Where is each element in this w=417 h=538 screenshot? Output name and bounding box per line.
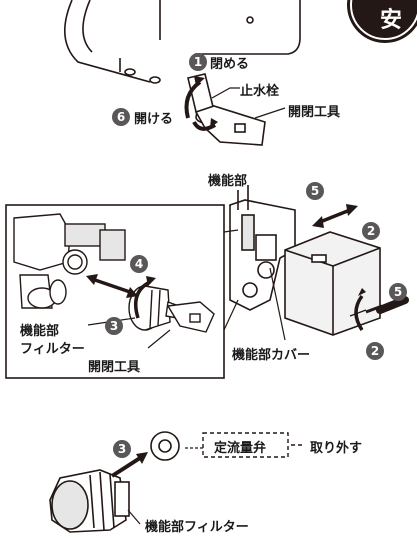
step-5-number-b: 5 (389, 283, 407, 301)
badge (347, 0, 417, 43)
step-4-number: 4 (130, 255, 148, 273)
badge-char: 安 (380, 8, 403, 33)
unit-cover-label: 機能部カバー (232, 348, 311, 363)
tool-label-middle: 開閉工具 (88, 360, 141, 375)
flow-valve-label: 定流量弁 (214, 441, 267, 456)
bottom-filter (49, 469, 130, 533)
filter-label-1: 機能部 (20, 324, 60, 339)
bottom-filter-label: 機能部フィルター (145, 520, 249, 535)
remove-label: 取り外す (310, 441, 363, 456)
step-close-number: 1 (189, 53, 207, 71)
open-close-tool (194, 105, 266, 146)
screw (349, 296, 409, 317)
detail-inset (5, 204, 239, 379)
step-open-number: 6 (112, 108, 130, 126)
filter-label-2: フィルター (20, 342, 85, 357)
step-3-number: 3 (105, 317, 123, 335)
step-3-number-bottom: 3 (113, 440, 131, 458)
flow-valve (150, 431, 180, 461)
step-open-label: 開ける (134, 112, 174, 127)
functional-unit (229, 185, 296, 311)
tool-label-top: 開閉工具 (288, 105, 341, 120)
step-2-number-a: 2 (362, 222, 380, 240)
heater-body (63, 0, 301, 84)
cover-arrow (319, 208, 351, 224)
step-close-label: 閉める (210, 57, 250, 72)
flow-valve-box (202, 432, 289, 458)
functional-unit-label: 機能部 (208, 174, 248, 189)
step-5-number-a: 5 (306, 182, 324, 200)
step-2-number-b: 2 (366, 342, 384, 360)
stop-valve-label: 止水栓 (240, 84, 280, 99)
unit-cover (284, 231, 381, 336)
